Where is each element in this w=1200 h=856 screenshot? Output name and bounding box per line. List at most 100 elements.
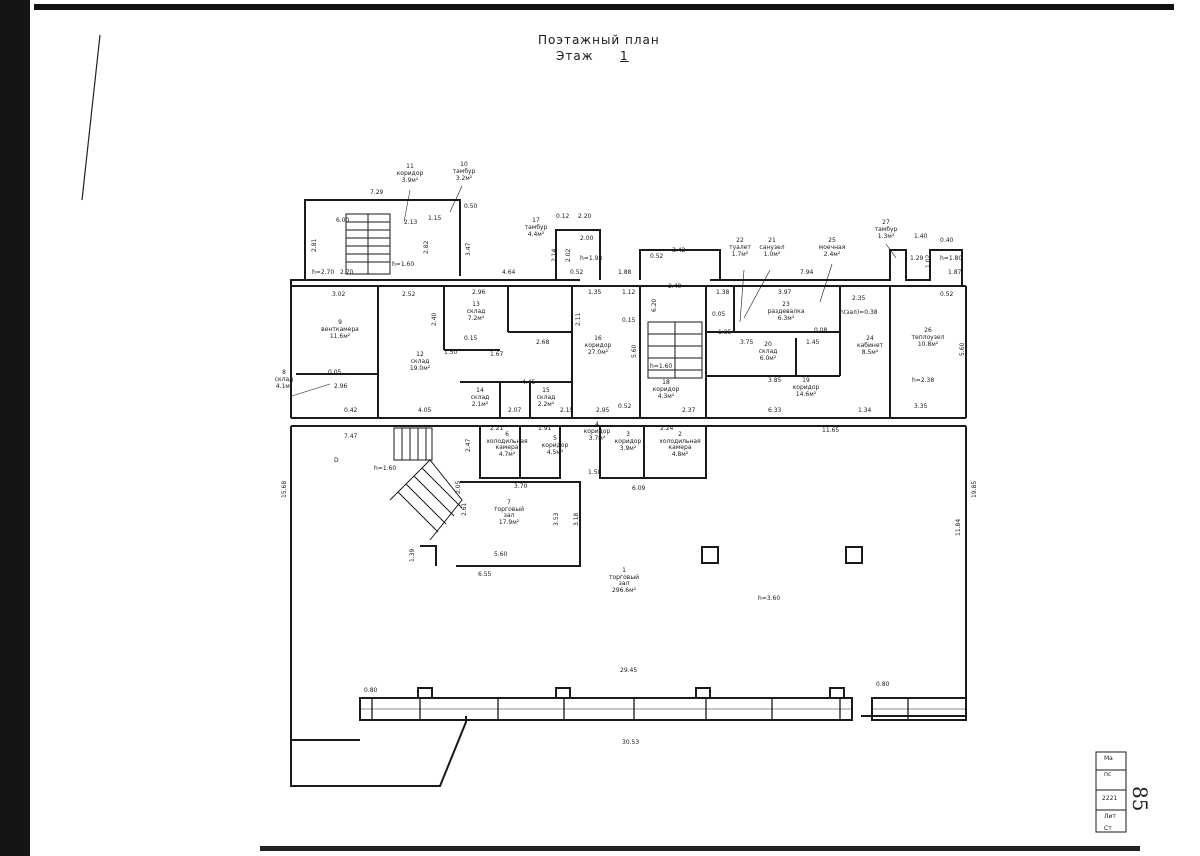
room-17-name: тамбур	[524, 224, 548, 231]
plan-title: Поэтажный план	[538, 33, 660, 47]
room-21-label: 21 санузел 1.0м²	[759, 238, 784, 258]
dim-label: 1.91	[538, 425, 552, 432]
dim-label: 1.38	[716, 289, 730, 296]
dim-label: 2.05	[455, 480, 462, 494]
room-18-area: 4.3м²	[657, 393, 675, 400]
dim-label: 0.50	[464, 203, 478, 210]
room-3-label: 3 коридор 3.9м²	[615, 432, 642, 452]
room-9-no: 9	[338, 319, 342, 326]
room-11-area: 3.9м²	[401, 177, 419, 184]
dim-label: 1.40	[914, 233, 928, 240]
room-4-area: 3.7м²	[588, 435, 606, 442]
dim-label: 1.39	[409, 548, 416, 562]
room-9-label: 9 венткамера 11.6м²	[321, 320, 359, 340]
dim-label: 3.18	[573, 512, 580, 526]
scan-top-border	[34, 4, 1174, 10]
room-14-no: 14	[476, 387, 484, 394]
dim-label: 19.85	[971, 480, 978, 498]
dim-label: 6.00	[336, 217, 350, 224]
dim-label: 2.96	[334, 383, 348, 390]
height-label: h=2.70	[312, 269, 335, 276]
dim-label: 1.15	[428, 215, 442, 222]
dim-label: 0.08	[814, 327, 828, 334]
room-17-no: 17	[532, 217, 540, 224]
scan-left-border	[0, 0, 30, 856]
dim-label: 5.60	[631, 344, 638, 358]
room-26-no: 26	[924, 327, 932, 334]
stamp-text: Ст	[1104, 825, 1112, 832]
room-21-name: санузел	[759, 244, 785, 251]
room-22-no: 22	[736, 237, 744, 244]
room-17-area: 4.4м²	[527, 231, 545, 238]
room-2-name: холодильная камера	[659, 438, 701, 451]
room-12-label: 12 склад 19.0м²	[410, 352, 430, 372]
room-19-no: 19	[802, 377, 810, 384]
dim-label: 1.45	[806, 339, 820, 346]
dim-label: 4.05	[418, 407, 432, 414]
room-13-no: 13	[472, 301, 480, 308]
dim-label: 6.33	[768, 407, 782, 414]
dim-label: 1.34	[858, 407, 872, 414]
height-label: h=1.80	[940, 255, 963, 262]
room-22-label: 22 туалет 1.7м²	[729, 238, 751, 258]
room-10-name: тамбур	[452, 168, 476, 175]
room-18-no: 18	[662, 379, 670, 386]
dim-label: 11.84	[955, 518, 962, 536]
room-24-no: 24	[866, 335, 874, 342]
dim-label: 2.11	[575, 312, 582, 326]
dim-label: 0.15	[464, 335, 478, 342]
dim-label: 2.70	[340, 269, 354, 276]
dim-label: 3.70	[514, 483, 528, 490]
room-15-area: 2.2м²	[537, 401, 555, 408]
dim-label: 0.80	[876, 681, 890, 688]
room-5-name: коридор	[541, 442, 569, 449]
room-8-label: 8 склад 4.1м²	[275, 370, 294, 390]
room-7-no: 7	[507, 499, 511, 506]
dim-label: 1.29	[910, 255, 924, 262]
room-20-name: склад	[758, 348, 778, 355]
dim-label: 1.12	[622, 289, 636, 296]
dim-label: 7.47	[344, 433, 358, 440]
dim-label: 1.58	[588, 469, 602, 476]
dim-label: 2.21	[490, 425, 504, 432]
dim-label: 3.35	[914, 403, 928, 410]
room-20-no: 20	[764, 341, 772, 348]
dim-label: 2.40	[668, 283, 682, 290]
dim-label: 0.52	[618, 403, 632, 410]
room-9-name: венткамера	[321, 326, 359, 333]
dim-label: 2.02	[565, 248, 572, 262]
room-16-name: коридор	[584, 342, 612, 349]
dim-label: 4.64	[502, 269, 516, 276]
dim-label: 0.12	[556, 213, 570, 220]
dim-label: 0.40	[940, 237, 954, 244]
dim-label: 2.00	[580, 235, 594, 242]
dim-label: 11.65	[822, 427, 840, 434]
height-label: h=1.98	[580, 255, 603, 262]
dim-label: 1.02	[925, 254, 932, 268]
handwritten-page-number: 85	[1128, 786, 1152, 812]
room-18-label: 18 коридор 4.3м²	[653, 380, 680, 400]
stairs	[345, 213, 703, 541]
room-16-no: 16	[594, 335, 602, 342]
height-label: h=1.60	[650, 363, 673, 370]
room-13-area: 7.2м²	[467, 315, 485, 322]
room-24-name: кабинет	[856, 342, 884, 349]
room-12-no: 12	[416, 351, 424, 358]
room-6-no: 6	[505, 431, 509, 438]
room-27-area: 1.3м²	[877, 233, 895, 240]
room-15-no: 15	[542, 387, 550, 394]
dim-label: 4.45	[522, 379, 536, 386]
room-23-area: 6.3м²	[777, 315, 795, 322]
room-25-area: 2.4м²	[823, 251, 841, 258]
dim-label: 2.61	[461, 502, 468, 516]
dim-label: 6.09	[632, 485, 646, 492]
room-17-label: 17 тамбур 4.4м²	[525, 218, 548, 238]
room-9-area: 11.6м²	[329, 333, 351, 340]
dim-label: 3.47	[465, 242, 472, 256]
room-13-label: 13 склад 7.2м²	[467, 302, 486, 322]
stamp-text: пс	[1104, 771, 1112, 778]
room-3-name: коридор	[614, 438, 642, 445]
dim-label: 7.29	[370, 189, 384, 196]
dim-label: 3.02	[332, 291, 346, 298]
